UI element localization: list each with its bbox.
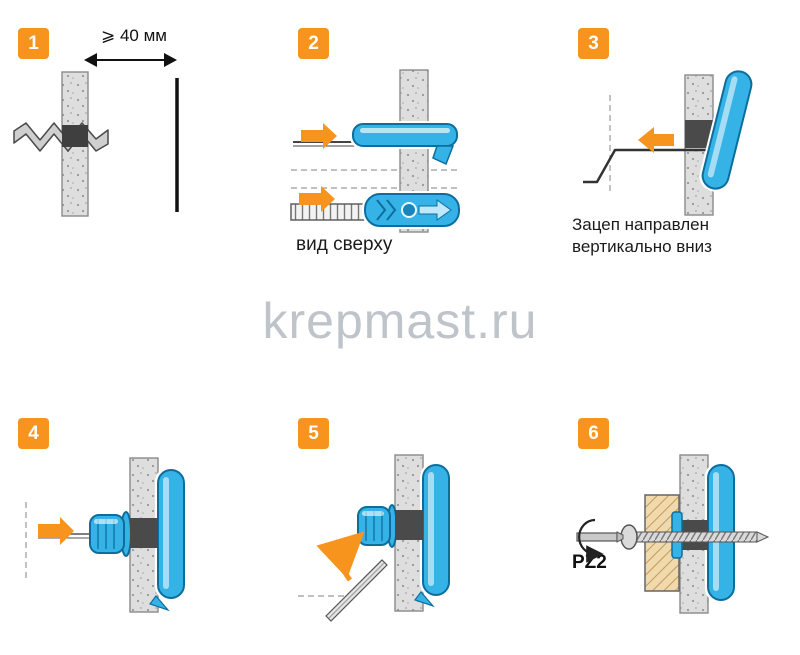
hook-direction-caption: Зацеп направлен вертикально вниз xyxy=(572,214,712,258)
step-5-illustration xyxy=(298,454,452,622)
push-arrow-icon xyxy=(301,123,337,149)
screwdriver-icon xyxy=(576,531,624,543)
anchor-top-view xyxy=(290,191,462,229)
step-4-illustration xyxy=(25,457,187,613)
anchor-hook xyxy=(149,595,170,612)
anchor-behind-wall xyxy=(414,462,452,608)
bent-strip-hook xyxy=(583,148,711,184)
rubber-block xyxy=(130,518,158,548)
drill-bit-icon xyxy=(13,122,109,152)
anchor-cap xyxy=(357,506,391,546)
step-3-badge: 3 xyxy=(578,28,609,59)
anchor-behind-wall xyxy=(699,68,755,192)
anchor-hook xyxy=(432,145,455,166)
push-arrow-icon xyxy=(299,186,335,212)
dimension-arrow-icon xyxy=(84,53,177,67)
metal-strip xyxy=(290,203,366,221)
watermark: krepmast.ru xyxy=(262,293,538,349)
step-2-badge: 2 xyxy=(298,28,329,59)
step-1-badge: 1 xyxy=(18,28,49,59)
step-6-badge: 6 xyxy=(578,418,609,449)
rubber-block xyxy=(395,510,423,540)
step-6-illustration xyxy=(576,454,770,614)
step-3-illustration xyxy=(583,68,755,216)
anchor-cap xyxy=(89,514,125,554)
top-view-caption: вид сверху xyxy=(296,234,393,255)
rotate-arrow-icon xyxy=(316,531,365,582)
hook-direction-caption-line1: Зацеп направлен xyxy=(572,215,710,234)
pull-arrow-icon xyxy=(638,127,674,153)
push-arrow-icon xyxy=(38,517,74,545)
step-5-badge: 5 xyxy=(298,418,329,449)
insert-direction-arrow xyxy=(418,199,452,221)
anchor-behind-wall xyxy=(149,467,187,612)
anchor-side-view xyxy=(293,121,460,166)
anchor-hook xyxy=(414,591,435,608)
step-2-illustration xyxy=(290,69,462,233)
step-4-badge: 4 xyxy=(18,418,49,449)
broken-strip xyxy=(325,559,388,622)
min-depth-label: ⩾ 40 мм xyxy=(101,26,167,45)
hook-direction-caption-line2: вертикально вниз xyxy=(572,237,712,256)
rotate-arrow-icon xyxy=(578,518,604,563)
step-1-illustration xyxy=(13,53,179,217)
